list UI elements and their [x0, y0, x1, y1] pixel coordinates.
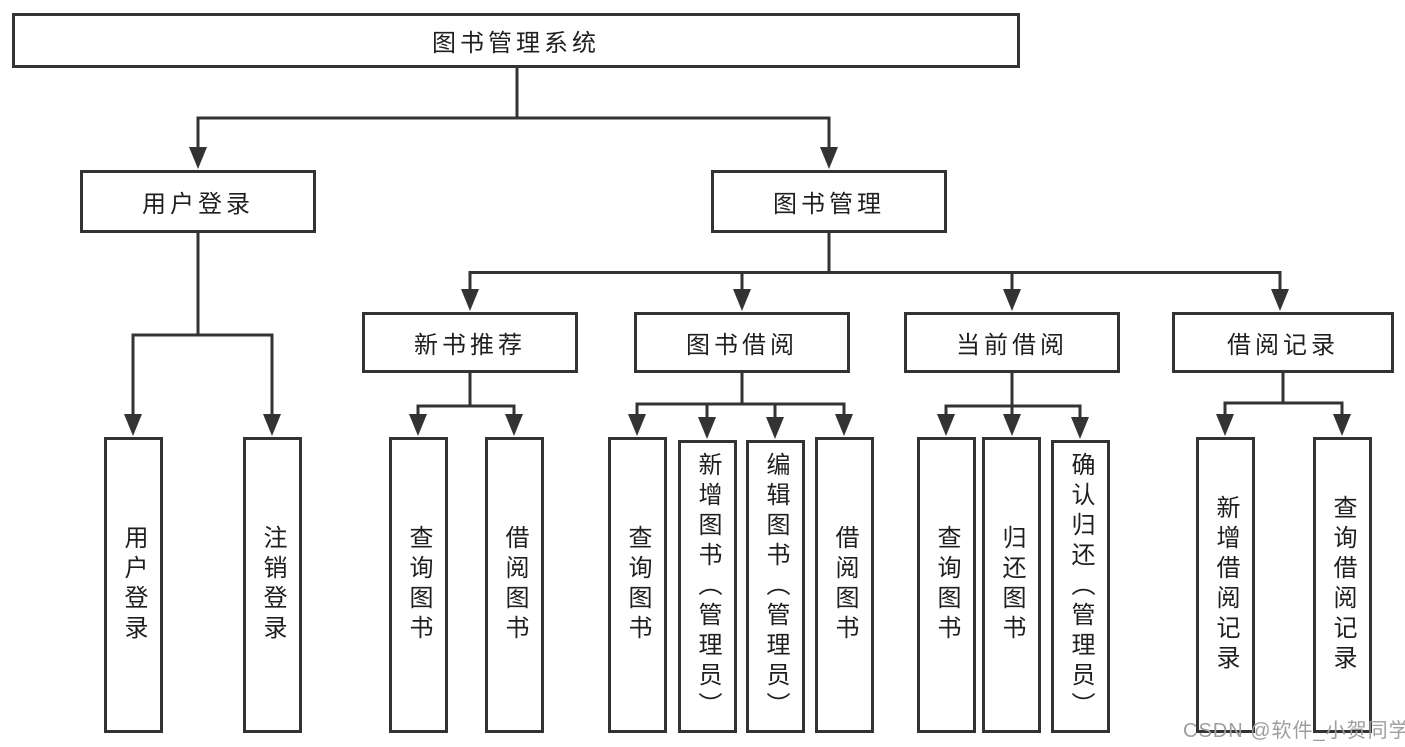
- node-borrowing-records-label: 借阅记录: [1227, 332, 1339, 359]
- node-book-management: 图书管理: [711, 170, 947, 233]
- leaf-records-query-record-label: 查询借阅记录: [1329, 495, 1356, 675]
- leaf-records-add-record: 新增借阅记录: [1196, 437, 1255, 733]
- leaf-current-query-books-label: 查询图书: [933, 525, 960, 645]
- leaf-user-login-label: 用户登录: [120, 525, 147, 645]
- leaf-borrowing-add-book-admin-label: 新增图书（管理员）: [694, 451, 721, 722]
- leaf-current-return-books-label: 归还图书: [998, 525, 1025, 645]
- leaf-records-add-record-label: 新增借阅记录: [1212, 495, 1239, 675]
- leaf-user-login: 用户登录: [104, 437, 163, 733]
- node-new-books-label: 新书推荐: [414, 332, 526, 359]
- leaf-records-query-record: 查询借阅记录: [1313, 437, 1372, 733]
- leaf-borrowing-query-books-label: 查询图书: [624, 525, 651, 645]
- leaf-logout-label: 注销登录: [259, 525, 286, 645]
- node-book-management-label: 图书管理: [773, 191, 885, 218]
- leaf-current-confirm-return-admin-label: 确认归还（管理员）: [1067, 451, 1094, 722]
- csdn-watermark: CSDN @软件_小贺同学: [1183, 720, 1405, 742]
- node-current-borrowing: 当前借阅: [904, 312, 1120, 373]
- leaf-current-query-books: 查询图书: [917, 437, 976, 733]
- leaf-borrowing-edit-book-admin-label: 编辑图书（管理员）: [762, 451, 789, 722]
- leaf-borrowing-query-books: 查询图书: [608, 437, 667, 733]
- leaf-new-books-query-books-label: 查询图书: [405, 525, 432, 645]
- leaf-current-return-books: 归还图书: [982, 437, 1041, 733]
- node-user-login-label: 用户登录: [142, 191, 254, 218]
- node-root: 图书管理系统: [12, 13, 1020, 68]
- leaf-new-books-borrow-books: 借阅图书: [485, 437, 544, 733]
- leaf-logout: 注销登录: [243, 437, 302, 733]
- leaf-new-books-query-books: 查询图书: [389, 437, 448, 733]
- leaf-borrowing-borrow-books-label: 借阅图书: [831, 525, 858, 645]
- leaf-current-confirm-return-admin: 确认归还（管理员）: [1051, 440, 1110, 733]
- node-current-borrowing-label: 当前借阅: [956, 332, 1068, 359]
- node-new-books: 新书推荐: [362, 312, 578, 373]
- node-root-label: 图书管理系统: [432, 30, 600, 57]
- connector-arrowheads: [124, 147, 1351, 439]
- node-user-login: 用户登录: [80, 170, 316, 233]
- node-book-borrowing: 图书借阅: [634, 312, 850, 373]
- leaf-borrowing-borrow-books: 借阅图书: [815, 437, 874, 733]
- leaf-borrowing-add-book-admin: 新增图书（管理员）: [678, 440, 737, 733]
- leaf-new-books-borrow-books-label: 借阅图书: [501, 525, 528, 645]
- node-borrowing-records: 借阅记录: [1172, 312, 1394, 373]
- leaf-borrowing-edit-book-admin: 编辑图书（管理员）: [746, 440, 805, 733]
- node-book-borrowing-label: 图书借阅: [686, 332, 798, 359]
